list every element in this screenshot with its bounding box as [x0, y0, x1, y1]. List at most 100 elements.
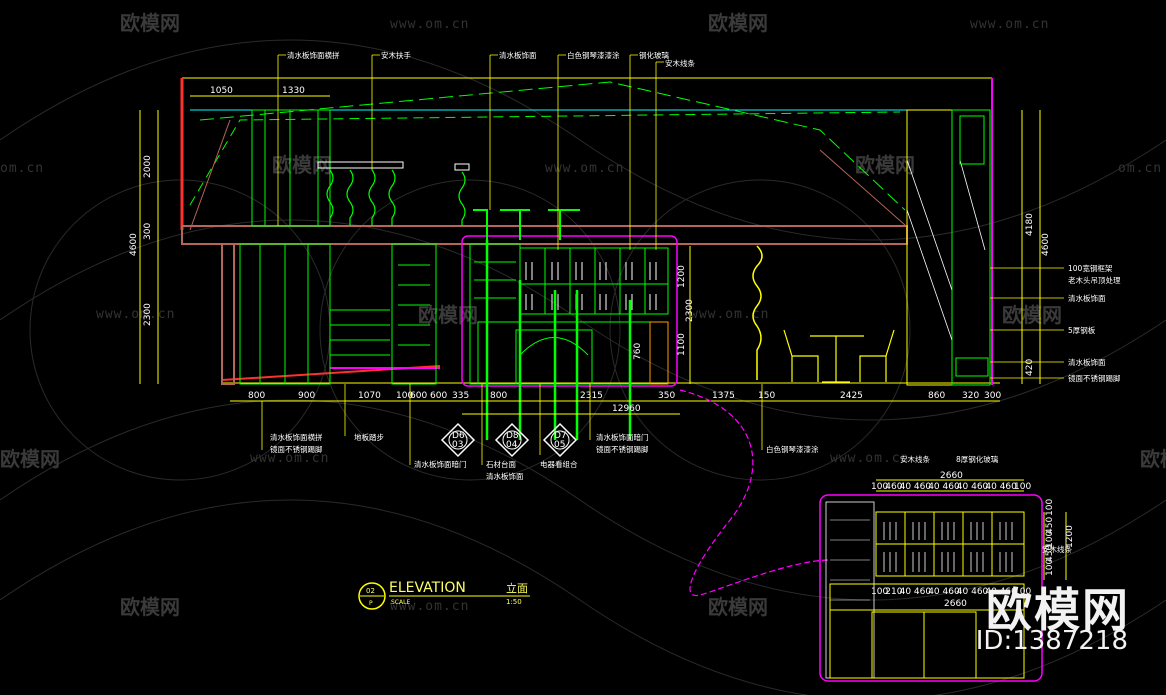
bottom-dimension: 600 — [410, 391, 427, 401]
total-dimension: 12960 — [612, 404, 641, 414]
detail-side-dimension: 100 — [1045, 531, 1055, 548]
bottom-dimension: 800 — [490, 391, 507, 401]
detail-note: 安木线条 — [900, 454, 930, 464]
scale-label: SCALE — [391, 599, 410, 606]
watermark-brand: 欧模网 — [0, 447, 60, 471]
watermark-url: www.om.cn — [830, 451, 909, 466]
section-marker-sheet: 03 — [452, 440, 463, 450]
detail-callout-leader — [679, 389, 831, 597]
title-sheet: P — [369, 600, 373, 607]
annotation-leaders-right — [990, 267, 1064, 379]
mid-dimension: 760 — [633, 343, 643, 360]
bottom-dimension: 320 — [962, 391, 979, 401]
watermark-url: www.om.cn — [96, 307, 175, 322]
section-marker-sheet: 05 — [554, 440, 565, 450]
annotation-right: 5厚钢板 — [1068, 325, 1096, 335]
annotation-bottom: 镜面不锈钢踢脚 — [270, 444, 323, 454]
mid-dimension: 2300 — [685, 299, 695, 322]
annotation-top: 白色钢琴漆漆涂 — [567, 50, 620, 60]
detail-segment: 460 — [1000, 482, 1017, 492]
brand-id: ID:1387218 — [975, 626, 1128, 656]
detail-bottom-segment: 40 — [928, 587, 940, 597]
bottom-dimension: 300 — [984, 391, 1001, 401]
section-markers: D6 03 D8 04 D7 05 — [440, 422, 578, 458]
annotation-leaders-bottom — [261, 384, 763, 465]
annotation-bottom: 石材台面 — [486, 459, 516, 469]
section-marker: D6 03 — [440, 422, 476, 458]
annotation-top: 清水板饰面横拼 — [287, 50, 340, 60]
bottom-dimension: 600 — [430, 391, 447, 401]
top-dimension: 1050 — [210, 86, 233, 96]
watermark-url: www.om.cn — [690, 307, 769, 322]
mid-dimension: 1200 — [677, 265, 687, 288]
left-dimension: 2000 — [143, 155, 153, 178]
left-dimension: 4600 — [129, 233, 139, 256]
bottom-dimension: 1375 — [712, 391, 735, 401]
mid-dimension: 1100 — [677, 333, 687, 356]
detail-side-dimension: 100 — [1045, 559, 1055, 576]
annotation-right: 100宽钢框架 — [1068, 263, 1113, 273]
watermark-url: www.om.cn — [390, 17, 469, 32]
detail-bottom-segment: 40 — [957, 587, 969, 597]
detail-bottom-segment: 40 — [900, 587, 912, 597]
watermark-brand: 欧模网 — [120, 11, 180, 35]
section-marker-id: D7 — [554, 431, 567, 441]
annotation-bottom: 白色钢琴漆漆涂 — [766, 444, 819, 454]
watermark-url: www.om.cn — [250, 451, 329, 466]
annotation-bottom: 清水板饰面暗门 — [414, 459, 467, 469]
section-marker: D8 04 — [494, 422, 530, 458]
title-label-cn: 立面 — [506, 581, 528, 595]
detail-bottom-segment: 460 — [1000, 587, 1017, 597]
detail-bottom-segment: 460 — [943, 587, 960, 597]
detail-bottom-segment: 210 — [885, 587, 902, 597]
watermark-url: www.om.cn — [390, 599, 469, 614]
left-dimension: 2300 — [143, 303, 153, 326]
watermark-brand: 欧模网 — [708, 11, 768, 35]
detail-segment: 460 — [885, 482, 902, 492]
section-marker-id: D8 — [506, 431, 519, 441]
watermark-url: www.om.cn — [545, 161, 624, 176]
annotation-leaders-top — [277, 54, 664, 250]
annotation-top: 安木线条 — [665, 58, 695, 68]
detail-side-dimension: 450 — [1045, 517, 1055, 534]
detail-width: 2660 — [940, 471, 963, 481]
detail-bottom-segment: 40 — [985, 587, 997, 597]
watermark-brand: 欧模网 — [708, 595, 768, 619]
bottom-dimension: 860 — [928, 391, 945, 401]
top-dimension: 1330 — [282, 86, 305, 96]
detail-note: 8厚钢化玻璃 — [956, 454, 999, 464]
bottom-dimension: 900 — [298, 391, 315, 401]
annotation-top: 安木扶手 — [381, 50, 411, 60]
watermark-url: www.om.cn — [970, 17, 1049, 32]
dimension-lines — [139, 95, 1041, 415]
detail-bottom-segment: 100 — [1014, 587, 1031, 597]
brand-logo: 欧模网 — [986, 583, 1130, 637]
detail-side-dimension: 100 — [1045, 499, 1055, 516]
watermark-brand: 欧模网 — [1002, 303, 1062, 327]
detail-bottom-segment: 100 — [871, 587, 888, 597]
detail-side-note: 安木线条 — [1042, 544, 1072, 554]
title-block: 02 P ELEVATION 立面 SCALE 1:50 — [358, 580, 530, 610]
detail-bottom-segment: 460 — [971, 587, 988, 597]
annotation-bottom: 镜面不锈钢踢脚 — [596, 444, 649, 454]
right-dimension: 420 — [1025, 359, 1035, 376]
annotation-bottom: 清水板饰面 — [486, 471, 524, 481]
detail-view — [819, 479, 1067, 682]
watermark-brand: 欧模网 — [120, 595, 180, 619]
section-marker: D7 05 — [542, 422, 578, 458]
watermark-brand: 欧模网 — [1140, 447, 1166, 471]
annotation-bottom: 清水板饰面横拼 — [270, 432, 323, 442]
annotation-right: 镜面不锈钢踢脚 — [1068, 373, 1121, 383]
detail-bottom-segment: 460 — [914, 587, 931, 597]
annotation-bottom: 清水板饰面暗门 — [596, 432, 649, 442]
annotation-top: 清水板饰面 — [499, 50, 537, 60]
bottom-dimension: 2315 — [580, 391, 603, 401]
right-dimension: 4180 — [1025, 213, 1035, 236]
annotation-bottom: 电器看组合 — [540, 459, 578, 469]
annotation-top: 钢化玻璃 — [639, 50, 669, 60]
title-number: 02 — [366, 587, 375, 595]
